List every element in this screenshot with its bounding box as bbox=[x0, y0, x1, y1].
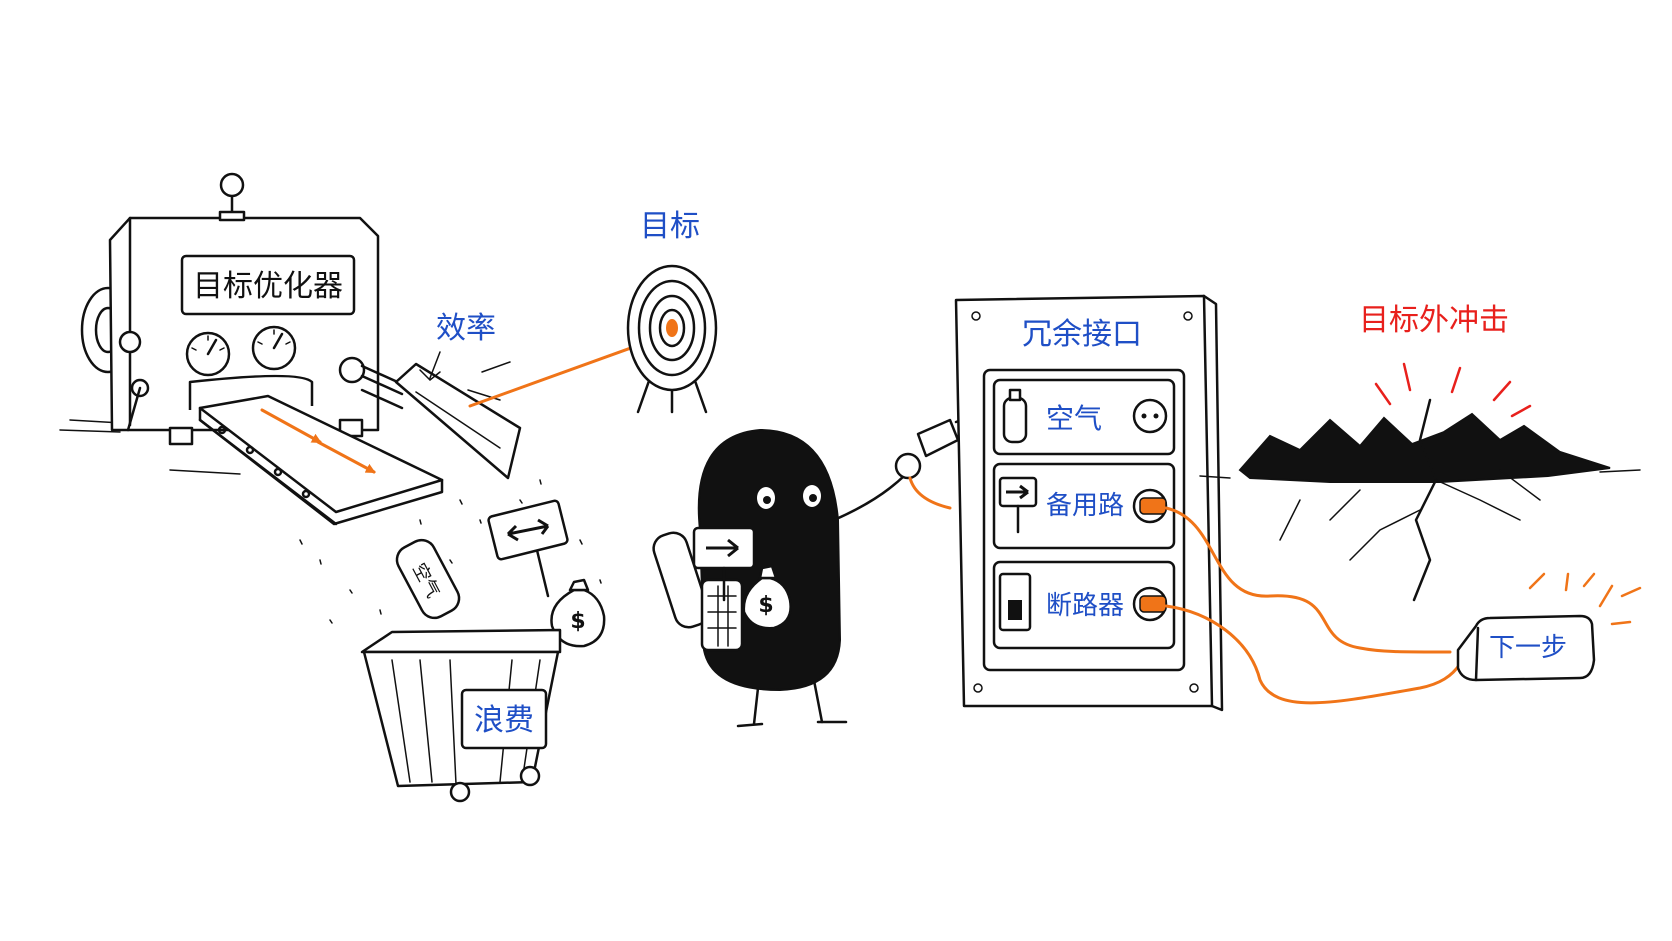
slot-air[interactable]: 空气 bbox=[992, 378, 1176, 456]
target-label: 目标 bbox=[640, 209, 700, 244]
slot-air-label: 空气 bbox=[1046, 402, 1102, 435]
next-step-button[interactable]: 下一步 bbox=[1456, 572, 1642, 682]
waste-bin: 浪费 bbox=[360, 628, 562, 803]
cables bbox=[1164, 506, 1462, 705]
redundancy-interface-panel: 冗余接口 空气 备用路 bbox=[954, 294, 1224, 712]
next-step-label[interactable]: 下一步 bbox=[1489, 633, 1567, 663]
plug-socket-icon[interactable] bbox=[1132, 488, 1168, 524]
blob-character: $ bbox=[652, 428, 908, 728]
ejected-items: 空气 $ bbox=[299, 479, 606, 648]
goal-optimizer-machine: 目标优化器 bbox=[59, 172, 404, 475]
waste-label-plate bbox=[460, 688, 548, 750]
slot-circuit-breaker[interactable]: 断路器 bbox=[992, 560, 1176, 650]
efficiency-label: 效率 bbox=[436, 311, 496, 346]
machine-label-plate bbox=[180, 254, 356, 316]
impact-burst-lines bbox=[1374, 362, 1532, 418]
bullseye-target-icon bbox=[626, 264, 718, 414]
gauge-icon bbox=[251, 325, 297, 371]
waste-label: 浪费 bbox=[474, 703, 534, 738]
flow-arrows bbox=[260, 408, 376, 474]
gauge-icon bbox=[185, 331, 231, 377]
socket-icon[interactable] bbox=[1132, 398, 1168, 434]
arrow-signpost-icon bbox=[998, 476, 1038, 534]
slot-breaker-label: 断路器 bbox=[1046, 591, 1124, 621]
svg-text:$: $ bbox=[758, 593, 773, 618]
panel-title: 冗余接口 bbox=[1022, 317, 1142, 352]
arrow-sign-icon bbox=[487, 499, 569, 598]
output-chute bbox=[394, 362, 522, 480]
slot-backup-path[interactable]: 备用路 bbox=[992, 462, 1176, 550]
plug-socket-icon[interactable] bbox=[1132, 586, 1168, 622]
machine-label: 目标优化器 bbox=[193, 269, 343, 304]
money-bag-icon: $ bbox=[550, 578, 606, 648]
svg-text:$: $ bbox=[570, 609, 585, 634]
air-canister-icon: 空气 bbox=[395, 538, 461, 620]
gas-canister-icon bbox=[1002, 388, 1028, 444]
impact-label: 目标外冲击 bbox=[1359, 303, 1509, 338]
conveyor-belt bbox=[198, 394, 444, 526]
cracked-ground bbox=[1199, 398, 1641, 602]
switch-icon bbox=[998, 572, 1032, 632]
slot-backup-label: 备用路 bbox=[1046, 491, 1124, 521]
